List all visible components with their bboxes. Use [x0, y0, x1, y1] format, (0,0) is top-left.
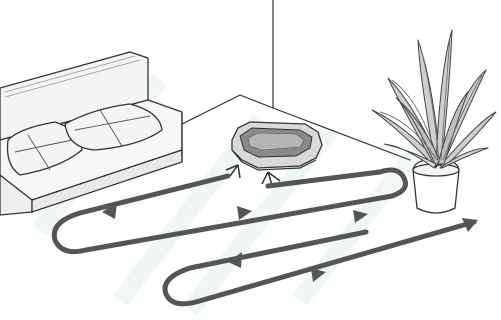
robot-vacuum: [226, 122, 322, 185]
corner-floor-edge: [240, 95, 273, 108]
arrow-right-icon: [237, 206, 252, 220]
cleaning-path: [54, 170, 478, 304]
